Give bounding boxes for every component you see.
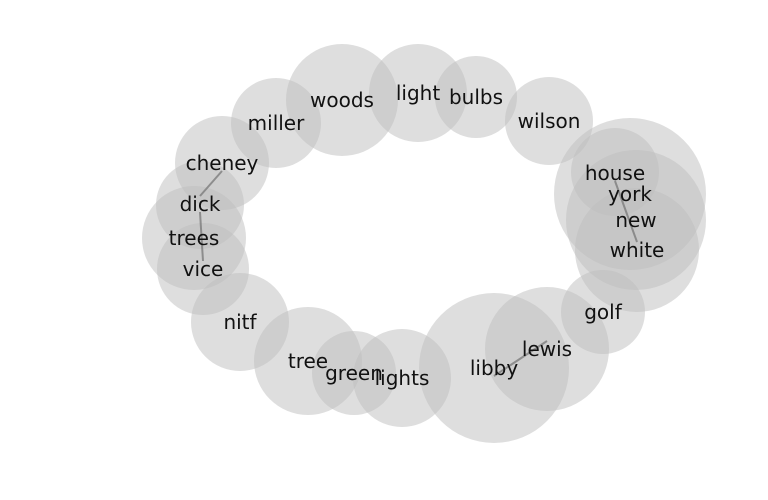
label-green: green (325, 361, 383, 385)
link-dick-vice (199, 211, 204, 262)
label-light: light (396, 81, 440, 105)
link-house-white (614, 180, 638, 243)
bubble-wilson (505, 77, 593, 165)
bubble-layer (142, 44, 706, 443)
label-house: house (585, 161, 645, 185)
label-cheney: cheney (186, 151, 259, 175)
label-lights: lights (375, 366, 430, 390)
label-trees: trees (169, 226, 220, 250)
link-cheney-dick (199, 170, 223, 197)
label-miller: miller (248, 111, 305, 135)
label-libby: libby (470, 356, 519, 380)
label-tree: tree (288, 349, 328, 373)
label-new: new (615, 208, 656, 232)
label-dick: dick (180, 192, 221, 216)
link-layer (199, 170, 638, 377)
label-wilson: wilson (518, 109, 581, 133)
label-york: york (608, 182, 652, 206)
bubble-bulbs (435, 56, 517, 138)
label-lewis: lewis (522, 337, 572, 361)
label-layer: woods light bulbs miller wilson cheney dick tre… (169, 81, 665, 390)
label-nitf: nitf (223, 310, 257, 334)
label-vice: vice (183, 257, 224, 281)
link-libby-lewis (493, 340, 548, 377)
label-white: white (610, 238, 665, 262)
bubble-lewis (485, 287, 609, 411)
label-bulbs: bulbs (449, 85, 503, 109)
label-woods: woods (310, 88, 374, 112)
label-golf: golf (584, 300, 622, 324)
